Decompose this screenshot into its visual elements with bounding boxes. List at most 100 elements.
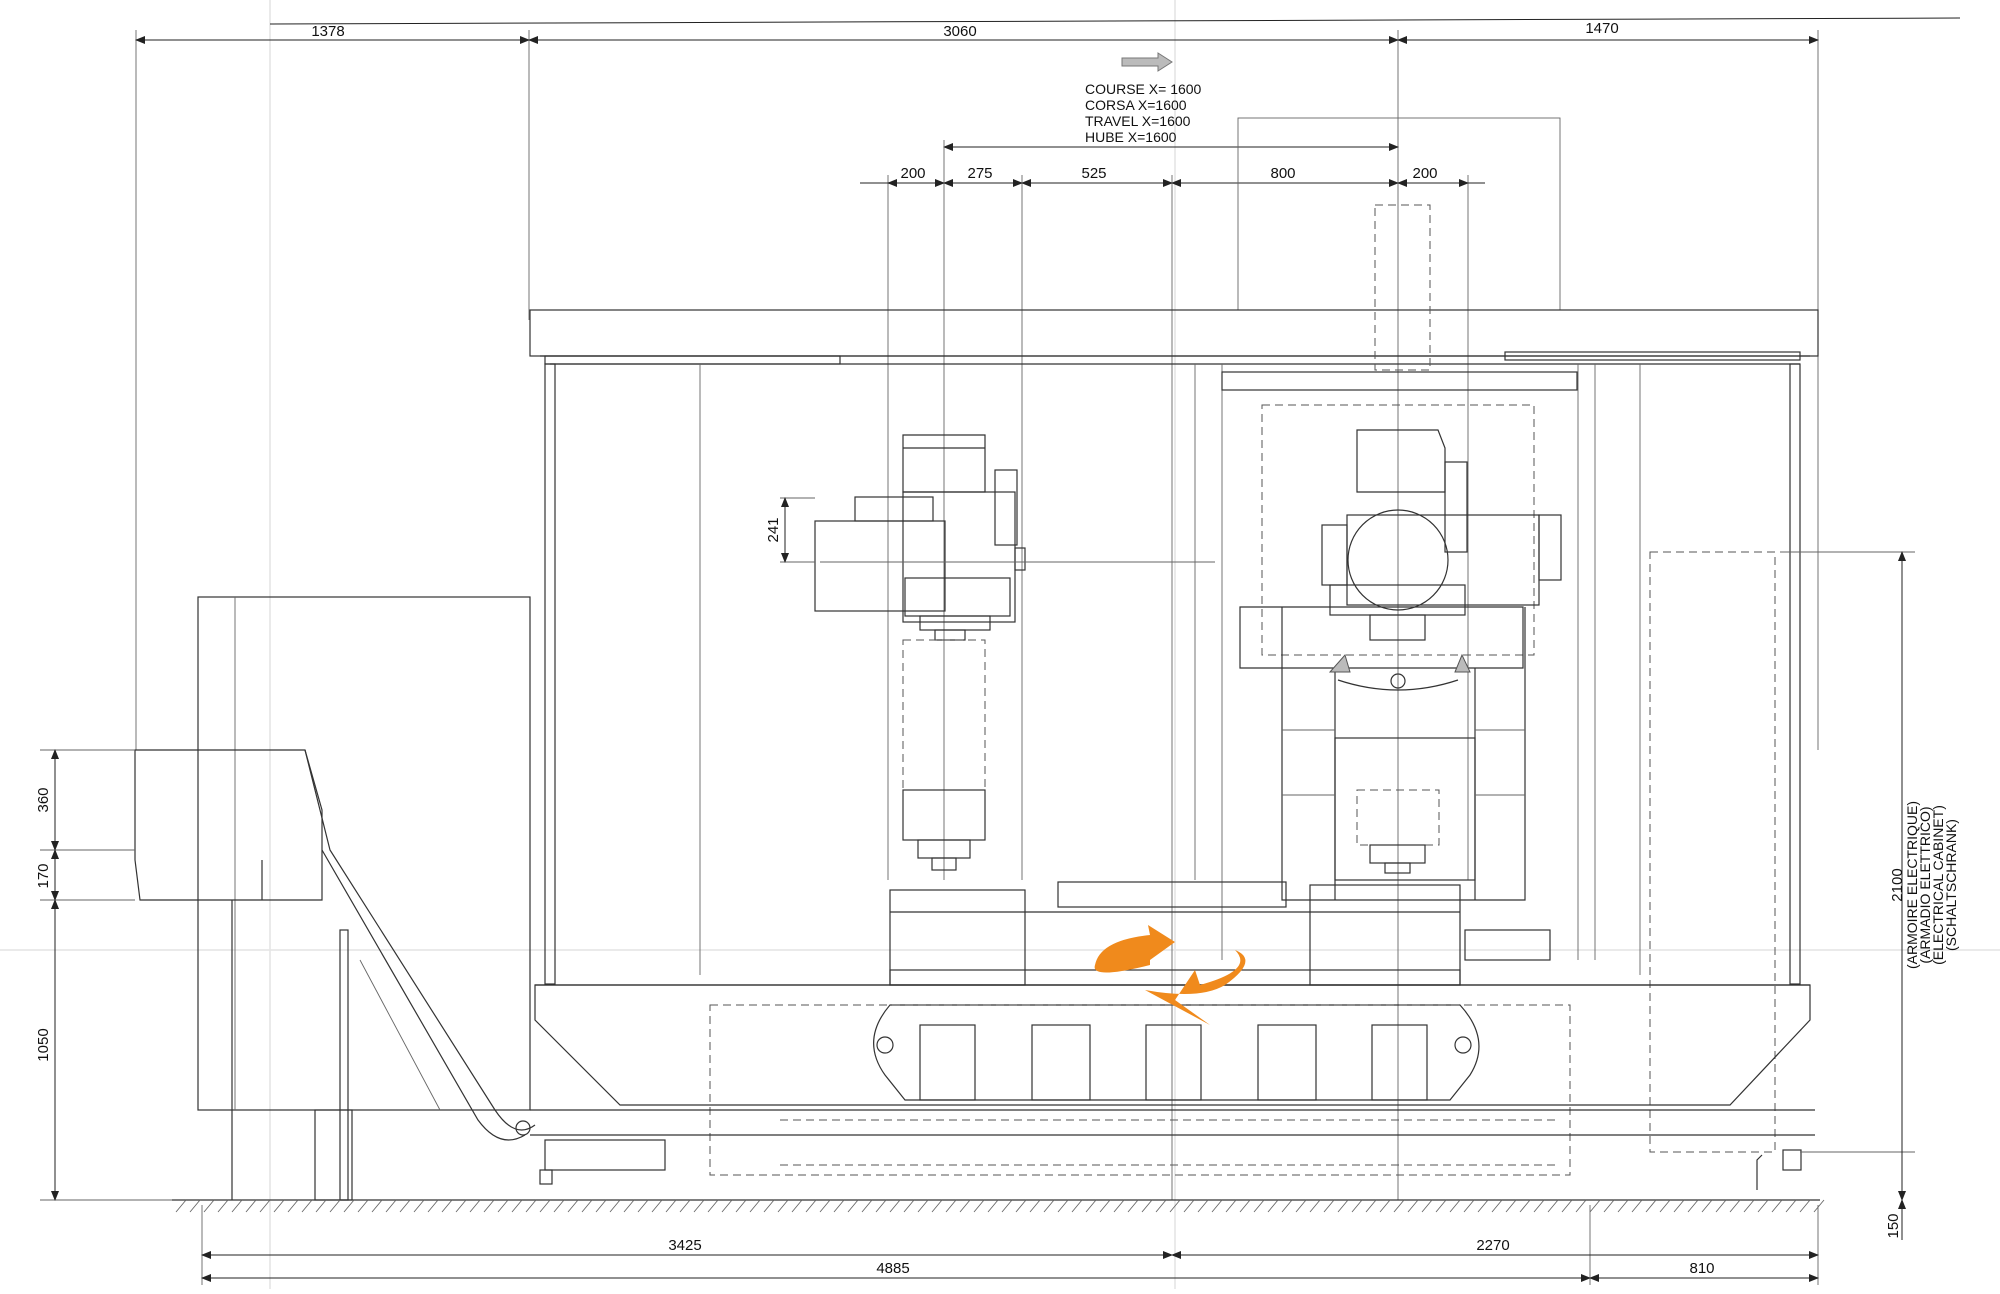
- floor-hatch-mark: [1407, 1199, 1419, 1213]
- floor-hatch-mark: [637, 1199, 649, 1213]
- floor-hatch-mark: [455, 1199, 467, 1213]
- floor-hatch-mark: [721, 1199, 733, 1213]
- floor-hatch-mark: [1253, 1199, 1265, 1213]
- floor-hatch-mark: [819, 1199, 831, 1213]
- floor-hatch-mark: [1589, 1199, 1601, 1213]
- bottom-dimension-3: 4885: [876, 1260, 909, 1277]
- floor-hatch-mark: [1183, 1199, 1195, 1213]
- floor-hatch-mark: [903, 1199, 915, 1213]
- floor-hatch-mark: [1337, 1199, 1349, 1213]
- bottom-dimension-4: 810: [1689, 1260, 1714, 1277]
- floor-hatch-mark: [483, 1199, 495, 1213]
- floor-hatch-mark: [1239, 1199, 1251, 1213]
- travel-note-line-4: HUBE X=1600: [1085, 129, 1177, 145]
- floor-hatch-mark: [1393, 1199, 1405, 1213]
- floor-hatch-mark: [301, 1199, 313, 1213]
- floor-hatch-mark: [917, 1199, 929, 1213]
- bottom-dimension-2: 2270: [1476, 1237, 1509, 1254]
- floor-hatch-mark: [231, 1199, 243, 1213]
- floor-hatch-mark: [1351, 1199, 1363, 1213]
- floor-hatch-mark: [1785, 1199, 1797, 1213]
- floor-hatch-mark: [1813, 1199, 1825, 1213]
- rotation-arrows-icon: [1094, 925, 1246, 1025]
- floor-hatch-mark: [1379, 1199, 1391, 1213]
- floor-hatch-mark: [1421, 1199, 1433, 1213]
- cabinet-label-3: (ELECTRICAL CABINET): [1930, 805, 1946, 965]
- travel-note-line-3: TRAVEL X=1600: [1085, 113, 1191, 129]
- floor-hatch-mark: [1547, 1199, 1559, 1213]
- floor-hatch-mark: [1603, 1199, 1615, 1213]
- floor-hatch-mark: [511, 1199, 523, 1213]
- floor-hatch-mark: [1029, 1199, 1041, 1213]
- floor-hatch-mark: [973, 1199, 985, 1213]
- bottom-dimension-1: 3425: [668, 1237, 701, 1254]
- floor-hatch-mark: [385, 1199, 397, 1213]
- floor-hatch-mark: [469, 1199, 481, 1213]
- floor-hatch-mark: [1211, 1199, 1223, 1213]
- floor-hatch-mark: [1127, 1199, 1139, 1213]
- floor-hatch-mark: [735, 1199, 747, 1213]
- floor-hatch-mark: [497, 1199, 509, 1213]
- floor-line: [172, 1199, 1825, 1213]
- floor-hatch-mark: [1617, 1199, 1629, 1213]
- floor-hatch-mark: [1561, 1199, 1573, 1213]
- floor-hatch-mark: [413, 1199, 425, 1213]
- floor-hatch-mark: [553, 1199, 565, 1213]
- machine-table: [530, 881, 1815, 1190]
- floor-hatch-mark: [609, 1199, 621, 1213]
- floor-hatch-mark: [1645, 1199, 1657, 1213]
- chip-conveyor: [134, 596, 666, 1201]
- floor-hatch-mark: [525, 1199, 537, 1213]
- floor-hatch-mark: [861, 1199, 873, 1213]
- head-dimension-lines: [860, 175, 1485, 1200]
- floor-hatch-mark: [945, 1199, 957, 1213]
- floor-hatch-mark: [623, 1199, 635, 1213]
- right-spindle-head: [1221, 204, 1578, 961]
- top-dimension-lines: [135, 17, 1961, 1200]
- floor-hatch-mark: [1729, 1199, 1741, 1213]
- right-height-dimension: 2100: [1889, 868, 1906, 901]
- floor-hatch-mark: [1771, 1199, 1783, 1213]
- head-dimension-1: 200: [900, 165, 925, 182]
- travel-note-line-1: COURSE X= 1600: [1085, 81, 1202, 97]
- floor-hatch-mark: [833, 1199, 845, 1213]
- floor-hatch-mark: [567, 1199, 579, 1213]
- head-dimension-2: 275: [967, 165, 992, 182]
- floor-hatch-mark: [329, 1199, 341, 1213]
- left-dimension-3: 1050: [35, 1028, 52, 1061]
- floor-hatch-mark: [777, 1199, 789, 1213]
- head-dimension-4: 800: [1270, 165, 1295, 182]
- floor-hatch-mark: [539, 1199, 551, 1213]
- top-dimension-2: 3060: [943, 23, 976, 40]
- right-base-dimension: 150: [1885, 1213, 1902, 1238]
- floor-hatch-mark: [343, 1199, 355, 1213]
- top-dimension-1: 1378: [311, 23, 344, 40]
- floor-hatch-mark: [1169, 1199, 1181, 1213]
- floor-hatch-mark: [1099, 1199, 1111, 1213]
- floor-hatch-mark: [875, 1199, 887, 1213]
- left-dimension-lines: [40, 749, 172, 1201]
- floor-hatch-mark: [1743, 1199, 1755, 1213]
- left-spindle-head: [780, 434, 1215, 871]
- cabinet-label-2: (ARMADIO ELETTRICO): [1917, 806, 1933, 963]
- floor-hatch-mark: [1799, 1199, 1811, 1213]
- floor-hatch-mark: [1435, 1199, 1447, 1213]
- floor-hatch-mark: [889, 1199, 901, 1213]
- machine-enclosure: [529, 117, 1819, 1153]
- floor-hatch-mark: [1141, 1199, 1153, 1213]
- floor-hatch-mark: [1001, 1199, 1013, 1213]
- cabinet-label-4: (SCHALTSCHRANK): [1943, 819, 1959, 951]
- floor-hatch-mark: [399, 1199, 411, 1213]
- floor-hatch-mark: [441, 1199, 453, 1213]
- floor-hatch-mark: [245, 1199, 257, 1213]
- floor-hatch-mark: [1505, 1199, 1517, 1213]
- floor-hatch-mark: [595, 1199, 607, 1213]
- floor-hatch-mark: [791, 1199, 803, 1213]
- floor-hatch-mark: [931, 1199, 943, 1213]
- floor-hatch-mark: [959, 1199, 971, 1213]
- floor-hatch-mark: [1155, 1199, 1167, 1213]
- floor-hatch-mark: [1295, 1199, 1307, 1213]
- floor-hatch-mark: [707, 1199, 719, 1213]
- floor-hatch-mark: [805, 1199, 817, 1213]
